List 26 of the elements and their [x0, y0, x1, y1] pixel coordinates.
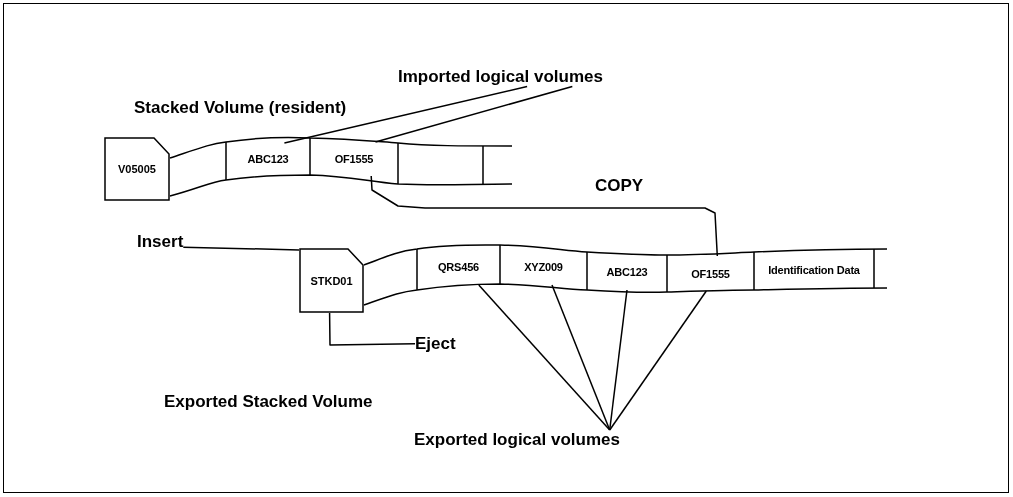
segment-label: OF1555	[691, 267, 730, 280]
leader-line	[283, 85, 528, 144]
segment-label: OF1555	[334, 153, 374, 165]
segment-label: XYZ009	[524, 261, 563, 273]
volume-caption: Stacked Volume (resident)	[134, 98, 347, 118]
heading-text: Eject	[415, 334, 456, 354]
leader-line	[608, 289, 628, 431]
segment-label: Identification Data	[768, 264, 860, 276]
cartridge-shape	[104, 137, 170, 201]
cartridge-shape	[299, 248, 364, 313]
leader-line	[551, 284, 611, 431]
copy-line	[370, 175, 719, 257]
segment-label: QRS456	[438, 261, 479, 273]
segment-label: ABC123	[606, 266, 648, 278]
heading-text: Exported logical volumes	[414, 430, 620, 450]
leader-line	[608, 290, 708, 431]
leader-line	[182, 246, 300, 251]
heading-text: Imported logical volumes	[398, 67, 603, 87]
volume-serial: STKD01	[310, 274, 353, 287]
leader-line	[478, 284, 611, 431]
volume-serial: V05005	[118, 163, 156, 175]
heading-text: Insert	[137, 232, 184, 252]
note-text: Exported Stacked Volume	[164, 392, 373, 412]
leader-line	[328, 312, 416, 346]
leader-line	[374, 85, 574, 143]
segment-label: ABC123	[247, 153, 289, 165]
